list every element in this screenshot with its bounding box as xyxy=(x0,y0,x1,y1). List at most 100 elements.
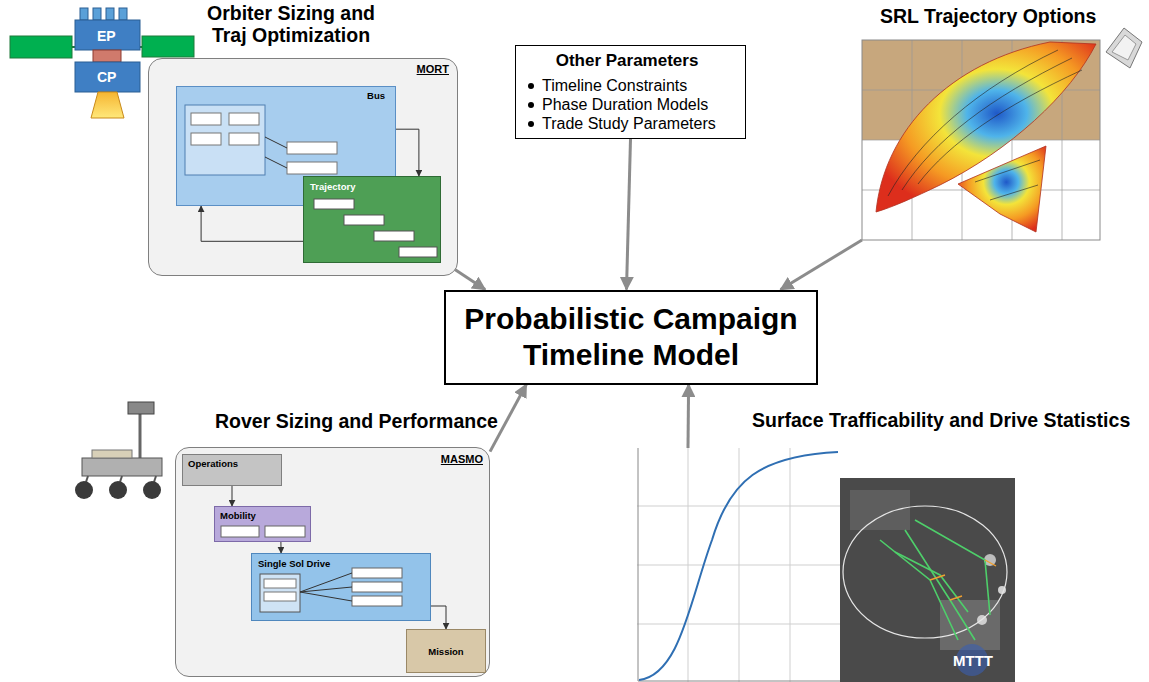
illustration-part xyxy=(975,160,1040,182)
mobility-block: Mobility xyxy=(214,506,311,542)
flow-arrow xyxy=(201,206,303,241)
panel-heading: SRL Trajectory Options xyxy=(880,5,1096,27)
flow-arrow xyxy=(396,129,419,176)
illustration-part xyxy=(638,448,639,681)
drive-block: Single Sol Drive xyxy=(251,553,431,621)
illustration-part xyxy=(843,506,1007,638)
illustration-part xyxy=(106,8,114,20)
illustration-part xyxy=(265,137,287,168)
block-label-holder: Mobility xyxy=(220,510,256,521)
model-title-holder: Probabilistic Campaign Timeline Model xyxy=(446,301,816,373)
input-arrow xyxy=(627,139,631,290)
panel-heading-holder: SRL Trajectory Options xyxy=(880,5,1096,27)
flow-arrow xyxy=(431,606,446,629)
illustration-part xyxy=(80,8,88,20)
illustration-part xyxy=(862,40,1100,240)
illustration-part xyxy=(637,565,840,566)
illustration-part xyxy=(950,596,962,600)
illustration-part xyxy=(10,36,72,58)
block-label: Single Sol Drive xyxy=(258,558,330,569)
rover-illustration xyxy=(75,402,162,499)
illustration-part xyxy=(958,146,1046,232)
illustration-part xyxy=(862,40,1100,240)
illustration-part xyxy=(399,247,437,257)
panel-heading: Rover Sizing and Performance xyxy=(215,410,498,432)
block-label-holder: Trajectory xyxy=(310,181,355,192)
illustration-part xyxy=(82,458,162,476)
block-label: Bus xyxy=(367,90,385,101)
illustration-part xyxy=(265,526,305,537)
part-label: EP xyxy=(97,28,116,44)
bullet-item: Trade Study Parameters xyxy=(542,114,716,133)
illustration-part xyxy=(637,624,840,625)
illustration-part xyxy=(895,552,968,612)
illustration-part xyxy=(142,36,194,57)
illustration-part xyxy=(229,113,259,125)
image-label: MTTT xyxy=(953,652,993,669)
block-label-holder: Single Sol Drive xyxy=(258,558,330,569)
illustration-part xyxy=(930,560,996,600)
drive-statistics-plot xyxy=(637,448,1015,682)
block-label-holder: Bus xyxy=(367,90,385,101)
panel-heading-holder: Rover Sizing and Performance xyxy=(215,410,498,432)
illustration-part xyxy=(191,133,221,145)
illustration-part xyxy=(75,62,140,92)
box-heading-holder: Other Parameters xyxy=(516,51,738,71)
illustration-part xyxy=(185,105,265,175)
bullet-item: Phase Duration Models xyxy=(542,95,708,114)
illustration-part xyxy=(93,8,101,20)
flow-arrow xyxy=(280,542,281,553)
operations-block: Operations xyxy=(182,454,282,486)
input-arrow xyxy=(781,240,862,290)
input-arrow xyxy=(687,385,691,449)
illustration-part xyxy=(264,592,296,601)
bullet-item-holder: Trade Study Parameters xyxy=(542,114,716,133)
illustration-part xyxy=(638,681,840,682)
illustration-part xyxy=(930,575,945,580)
illustration-part xyxy=(314,199,354,209)
illustration-part xyxy=(119,8,127,20)
illustration-part xyxy=(850,490,910,530)
illustration-part xyxy=(264,579,296,588)
panel-heading-holder: Surface Trafficability and Drive Statist… xyxy=(752,409,1130,431)
bullet-item-holder: Phase Duration Models xyxy=(542,95,708,114)
tool-name: MORT xyxy=(417,63,449,76)
block-label: Mission xyxy=(407,646,485,657)
illustration-part xyxy=(902,58,1072,190)
illustration-part xyxy=(344,215,384,225)
illustration-part xyxy=(287,142,337,154)
bullet-dot xyxy=(528,121,534,127)
illustration-part xyxy=(191,113,221,125)
illustration-part xyxy=(637,448,840,682)
illustration-part xyxy=(840,478,1015,682)
illustration-part xyxy=(92,450,132,458)
tool-panel: Orbiter Sizing and Traj OptimizationMORT… xyxy=(148,58,458,276)
illustration-part xyxy=(918,70,1082,184)
block-label: Mobility xyxy=(220,510,256,521)
image-label-holder: MTTT xyxy=(953,652,993,669)
box-heading: Other Parameters xyxy=(516,51,738,71)
central-model-box: Probabilistic Campaign Timeline Model xyxy=(444,290,818,385)
tool-name-holder: MASMO xyxy=(441,453,483,466)
illustration-part xyxy=(93,50,121,62)
trajectory-plot: SRL Trajectory Options xyxy=(862,40,1100,240)
block-label: Operations xyxy=(188,458,238,469)
illustration-part xyxy=(128,402,154,414)
illustration-part xyxy=(229,133,259,145)
illustration-part xyxy=(990,185,1038,200)
illustration-part xyxy=(1112,35,1136,60)
illustration-part xyxy=(905,530,975,640)
bullet-item: Timeline Constraints xyxy=(542,76,687,95)
model-title: Probabilistic Campaign Timeline Model xyxy=(456,301,806,373)
block-label-holder: Operations xyxy=(188,458,238,469)
illustration-part xyxy=(985,560,996,566)
illustration-part xyxy=(75,481,93,499)
bullet-dot xyxy=(528,102,534,108)
part-label-holder: CP xyxy=(97,69,116,85)
mission-block: Mission xyxy=(406,629,486,673)
illustration-part xyxy=(888,50,1082,200)
illustration-part xyxy=(221,526,259,537)
panel-heading-holder: Orbiter Sizing and Traj Optimization xyxy=(196,2,386,46)
illustration-part xyxy=(880,540,958,640)
illustration-part xyxy=(639,452,838,680)
